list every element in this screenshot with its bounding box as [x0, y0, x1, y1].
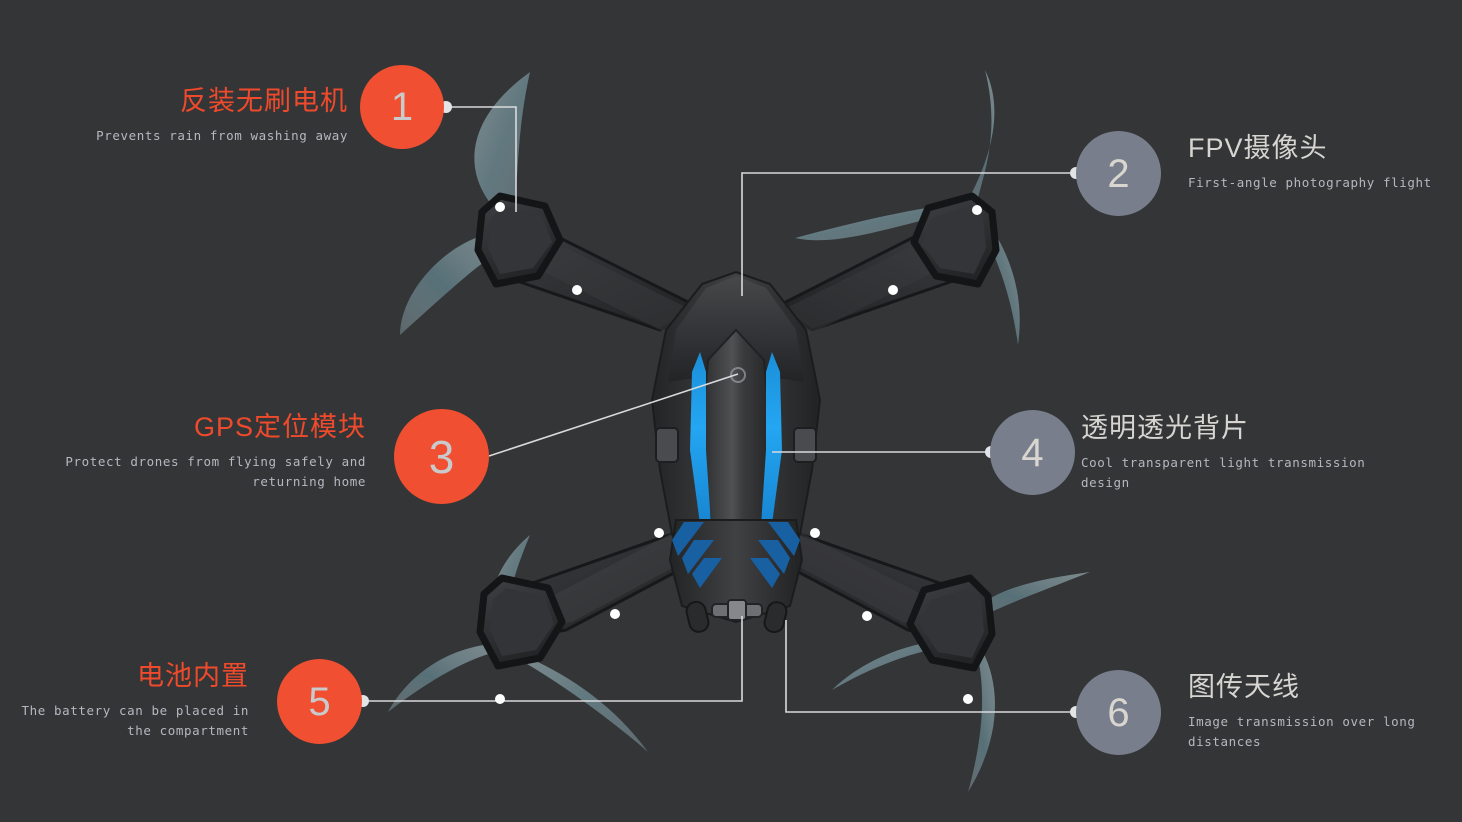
motor-pod-front-left: [474, 192, 564, 288]
marker-circle-1[interactable]: 1: [360, 65, 444, 149]
hotspot-dots: [495, 202, 982, 704]
leader-line-2: [741, 172, 1076, 296]
leader-line-1: [445, 106, 517, 212]
callout-5-subtitle: The battery can be placed in the compart…: [21, 703, 249, 738]
antenna-right: [763, 601, 788, 634]
callout-6-text: 图传天线 Image transmission over long distan…: [1188, 670, 1418, 752]
marker-number-4: 4: [1021, 430, 1044, 475]
callout-6-title: 图传天线: [1188, 672, 1300, 702]
callout-4-subtitle: Cool transparent light transmission desi…: [1081, 455, 1366, 490]
marker-circle-2[interactable]: 2: [1076, 131, 1161, 216]
drone-body: [650, 270, 822, 634]
leader-line-3: [488, 373, 739, 457]
callout-3-text: GPS定位模块 Protect drones from flying safel…: [0, 410, 366, 492]
marker-number-6: 6: [1107, 690, 1130, 735]
callout-3-subtitle: Protect drones from flying safely and re…: [65, 454, 366, 489]
antenna-left: [685, 600, 710, 633]
marker-number-3: 3: [428, 430, 455, 483]
motor-pod-front-right: [910, 192, 1000, 288]
callout-3-title: GPS定位模块: [193, 412, 366, 442]
marker-circle-3[interactable]: 3: [394, 409, 489, 504]
leader-line-5: [363, 616, 743, 702]
callout-5-title: 电池内置: [137, 661, 249, 691]
callout-2-subtitle: First-angle photography flight: [1188, 175, 1432, 190]
callout-6-subtitle: Image transmission over long distances: [1188, 714, 1416, 749]
callout-2-text: FPV摄像头 First-angle photography flight: [1188, 131, 1458, 193]
marker-number-1: 1: [390, 85, 414, 129]
motor-pod-rear-right: [906, 574, 996, 672]
callout-1-subtitle: Prevents rain from washing away: [96, 128, 348, 143]
marker-circle-5[interactable]: 5: [277, 659, 362, 744]
marker-number-2: 2: [1107, 151, 1130, 196]
leader-lines: [363, 106, 1076, 713]
marker-circle-4[interactable]: 4: [990, 410, 1075, 495]
callout-4-title: 透明透光背片: [1081, 413, 1249, 443]
motor-pod-rear-left: [476, 574, 566, 670]
callout-2-title: FPV摄像头: [1188, 133, 1328, 163]
callout-4-text: 透明透光背片 Cool transparent light transmissi…: [1081, 411, 1411, 493]
marker-circle-6[interactable]: 6: [1076, 670, 1161, 755]
callout-1-title: 反装无刷电机: [180, 86, 348, 116]
callout-5-text: 电池内置 The battery can be placed in the co…: [0, 659, 249, 741]
marker-number-5: 5: [308, 679, 331, 724]
callout-1-text: 反装无刷电机 Prevents rain from washing away: [0, 84, 348, 146]
leader-line-6: [785, 620, 1076, 713]
